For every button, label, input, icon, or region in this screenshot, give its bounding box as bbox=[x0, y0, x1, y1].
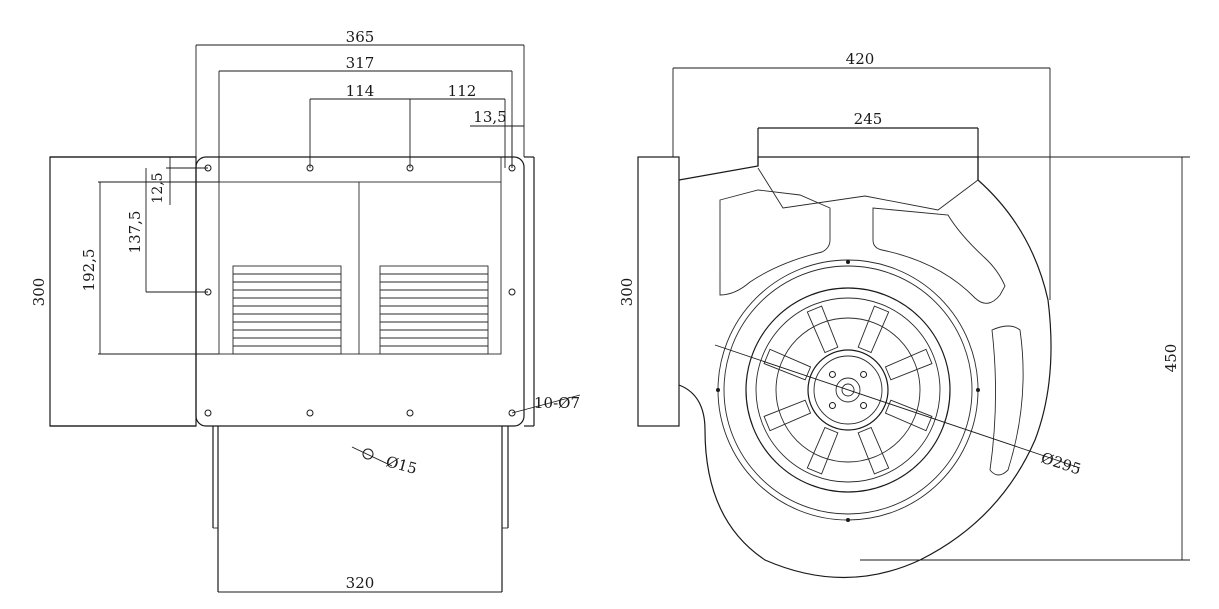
impeller-spoke bbox=[763, 399, 812, 432]
impeller-spoke bbox=[884, 399, 933, 432]
mounting-hole bbox=[406, 409, 414, 417]
hub-bolt bbox=[860, 370, 868, 378]
inner-housing bbox=[218, 181, 502, 355]
hub-bolt bbox=[828, 370, 836, 378]
left-grille bbox=[232, 265, 342, 355]
flange-plate bbox=[195, 156, 525, 427]
mounting-hole bbox=[204, 409, 212, 417]
dim-295: Ø295 bbox=[1039, 449, 1083, 479]
impeller-spoke bbox=[806, 426, 839, 475]
back-plate-left bbox=[49, 156, 197, 427]
impeller-spoke bbox=[884, 348, 933, 381]
impeller-spoke bbox=[806, 305, 839, 354]
dim-300-front: 300 bbox=[30, 278, 48, 307]
volute-housing bbox=[678, 156, 1052, 578]
dim-300-side: 300 bbox=[618, 278, 636, 307]
dim-114: 114 bbox=[346, 82, 375, 100]
dim-365: 365 bbox=[346, 28, 375, 46]
dim-112: 112 bbox=[448, 82, 477, 100]
dim-450: 450 bbox=[1162, 344, 1180, 373]
impeller-spoke bbox=[857, 305, 890, 354]
dim-317: 317 bbox=[346, 54, 375, 72]
dim-245: 245 bbox=[854, 110, 883, 128]
impeller-ring bbox=[745, 287, 951, 493]
front-view: 365 317 114 112 13,5 12,5 137,5 192,5 30… bbox=[30, 28, 581, 593]
holes-label: 10-Ø7 bbox=[534, 394, 580, 412]
mounting-hole bbox=[508, 288, 516, 296]
dim-192-5: 192,5 bbox=[80, 249, 98, 292]
side-view: 420 245 300 450 Ø295 bbox=[618, 50, 1190, 578]
mounting-holes bbox=[204, 164, 516, 417]
small-hole bbox=[362, 448, 374, 460]
side-flange bbox=[637, 156, 680, 427]
dim-320: 320 bbox=[346, 574, 375, 592]
small-hole-label: Ø15 bbox=[384, 452, 419, 478]
hub-bolt bbox=[860, 402, 868, 410]
impeller-spokes bbox=[763, 305, 933, 475]
dim-137-5: 137,5 bbox=[126, 211, 144, 254]
hub-bolt bbox=[828, 402, 836, 410]
impeller-spoke bbox=[763, 348, 812, 381]
mounting-hole bbox=[306, 409, 314, 417]
motor-hub bbox=[807, 349, 889, 431]
dim-13-5: 13,5 bbox=[473, 108, 506, 126]
impeller-spoke bbox=[857, 426, 890, 475]
mounting-hole bbox=[508, 409, 516, 417]
right-grille bbox=[379, 265, 489, 355]
dim-420: 420 bbox=[846, 50, 875, 68]
dim-12-5: 12,5 bbox=[150, 172, 166, 203]
